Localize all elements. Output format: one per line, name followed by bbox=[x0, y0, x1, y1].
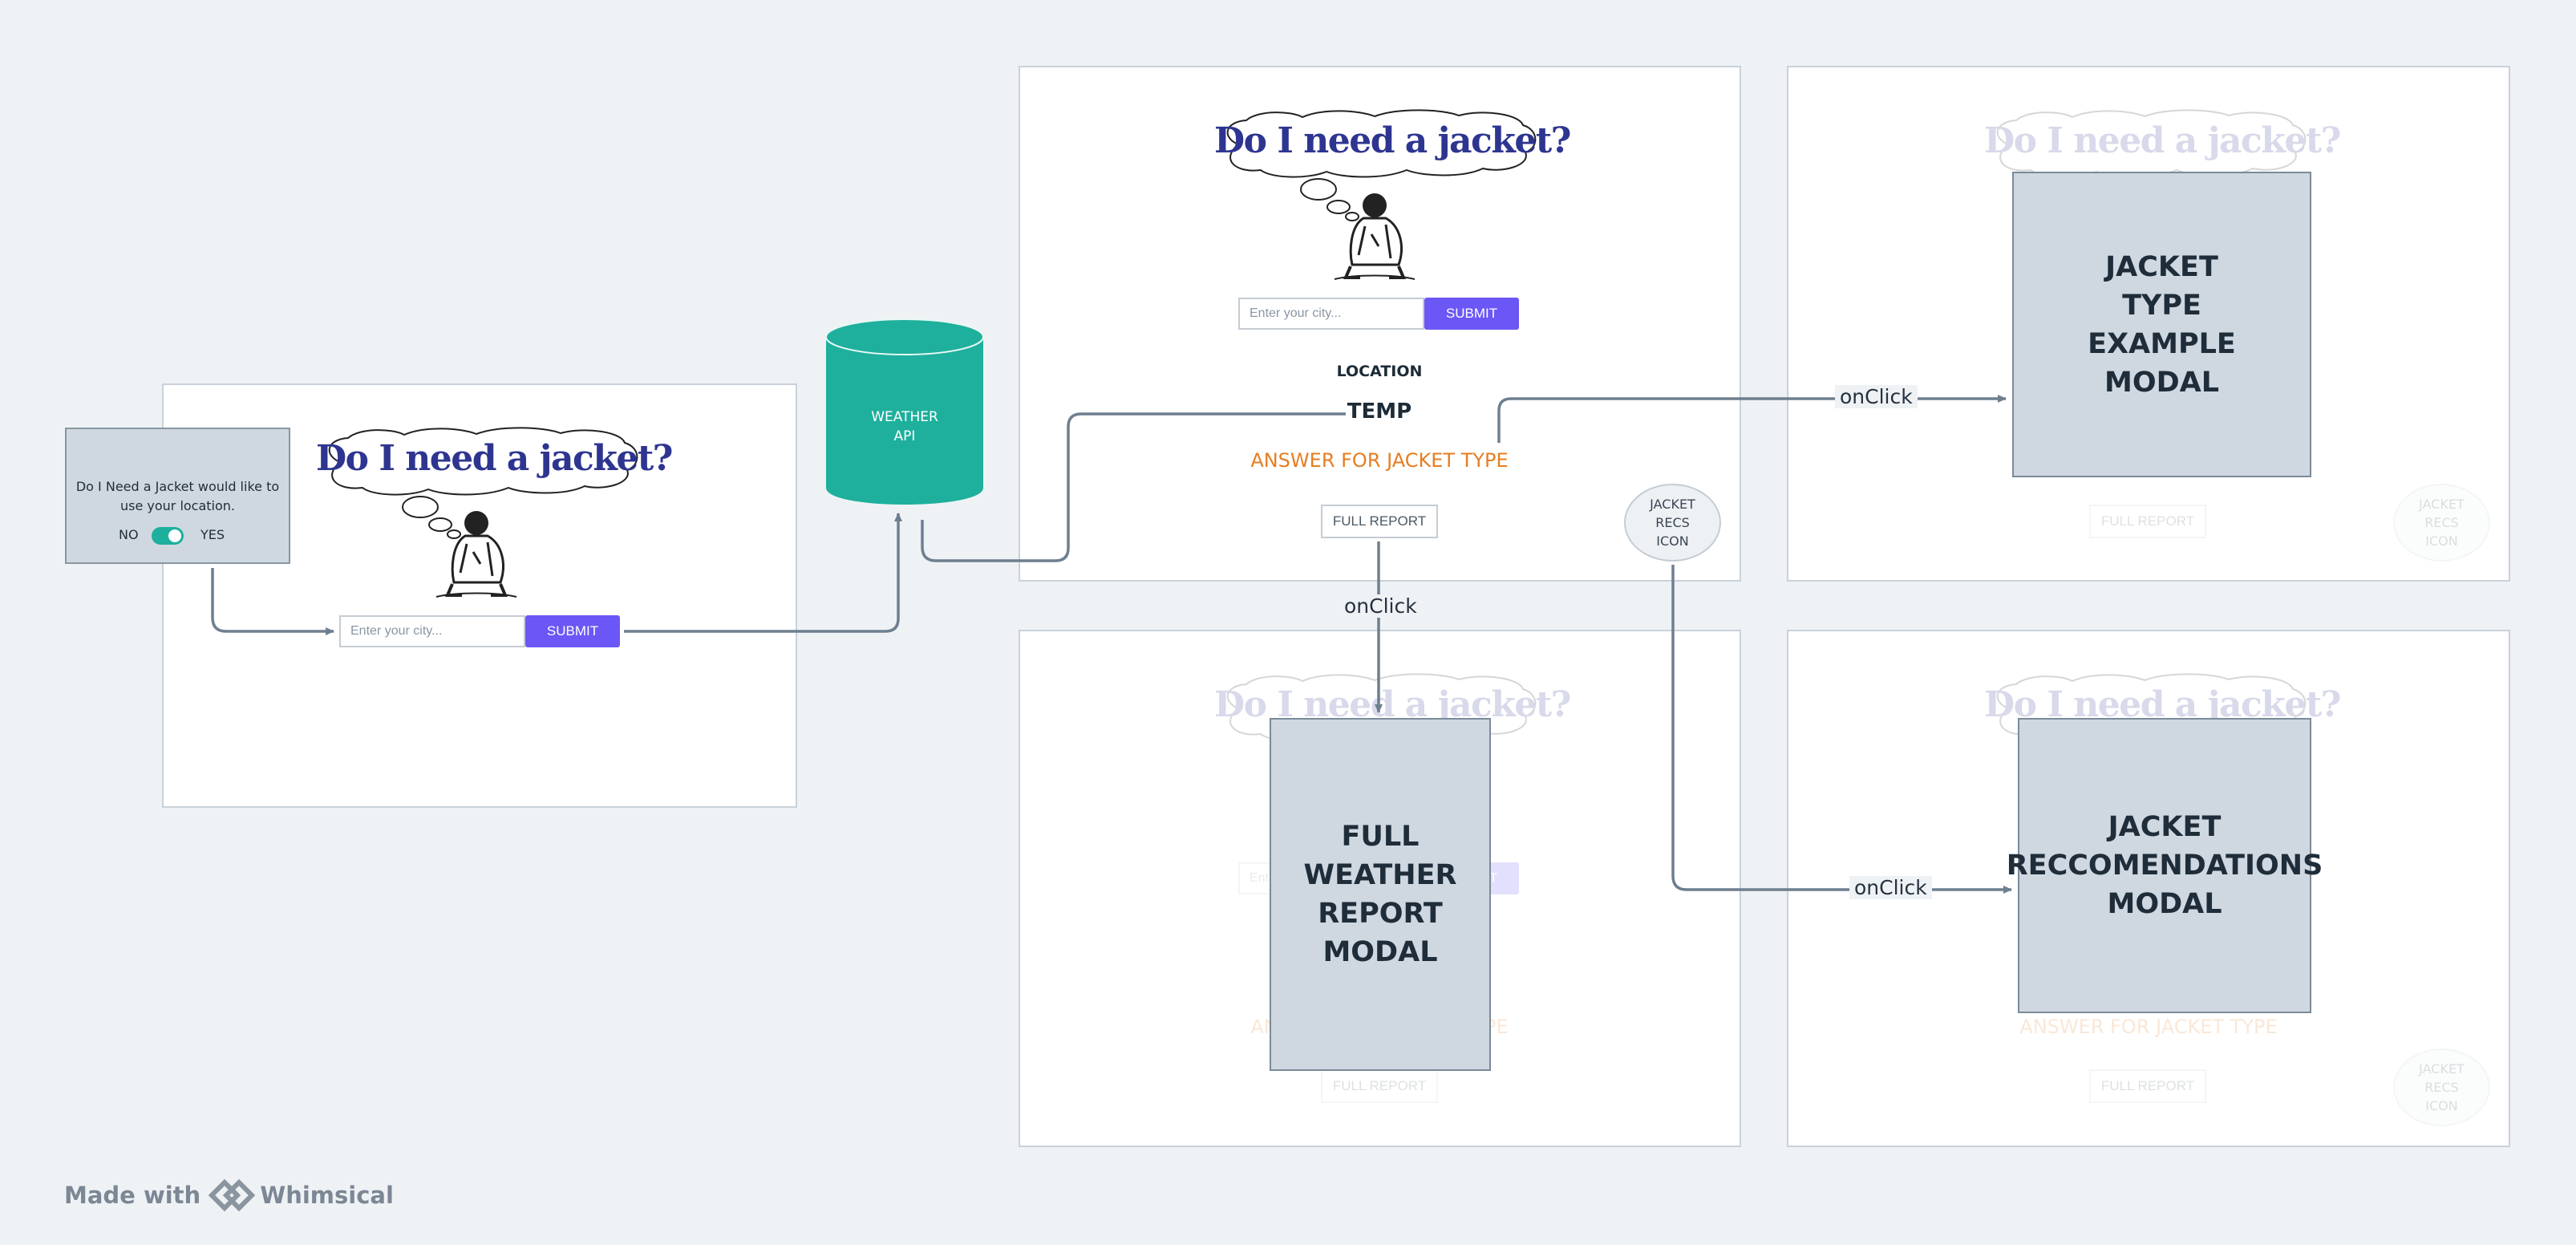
jacket-answer: ANSWER FOR JACKET TYPE bbox=[2019, 1016, 2278, 1038]
location-label: LOCATION bbox=[1336, 363, 1423, 380]
app-logo: Do I need a jacket? bbox=[1214, 106, 1571, 289]
logo-text: Do I need a jacket? bbox=[1984, 120, 2341, 161]
permission-message: Do I Need a Jacket would like to use you… bbox=[75, 479, 280, 513]
jacket-recommendations-modal: JACKET RECCOMENDATIONS MODAL bbox=[2007, 718, 2323, 1013]
logo-text: Do I need a jacket? bbox=[316, 438, 673, 479]
thought-cloud-figure-illustration bbox=[328, 427, 638, 598]
database-label: WEATHER API bbox=[871, 409, 938, 444]
full-report-button[interactable]: FULL REPORT bbox=[1321, 505, 1438, 538]
modal-title: JACKET TYPE EXAMPLE MODAL bbox=[2088, 250, 2236, 399]
city-search-input[interactable]: Enter your city... bbox=[339, 615, 525, 647]
onclick-label-jacket-type: onClick bbox=[1835, 385, 1918, 408]
whimsical-logo-icon bbox=[209, 1179, 256, 1211]
full-report-button: FULL REPORT bbox=[2089, 1069, 2206, 1103]
modal-title: JACKET RECCOMENDATIONS MODAL bbox=[2006, 811, 2323, 920]
whimsical-brand-text: Whimsical bbox=[260, 1182, 394, 1209]
full-weather-report-modal: FULL WEATHER REPORT MODAL bbox=[1270, 718, 1491, 1071]
city-search-input[interactable]: Enter your city... bbox=[1238, 298, 1424, 330]
full-report-button: FULL REPORT bbox=[1321, 1069, 1438, 1103]
permission-no-label: NO bbox=[119, 527, 139, 542]
submit-button[interactable]: SUBMIT bbox=[1424, 298, 1519, 330]
thought-cloud-figure-illustration bbox=[1226, 109, 1537, 280]
app-logo: Do I need a jacket? bbox=[316, 424, 673, 606]
logo-text: Do I need a jacket? bbox=[1214, 120, 1571, 161]
temp-label: TEMP bbox=[1347, 399, 1412, 424]
app-logo: Do I need a jacket? bbox=[1984, 106, 2341, 178]
jacket-recs-icon: JACKET RECS ICON bbox=[2393, 1048, 2490, 1126]
modal-title: FULL WEATHER REPORT MODAL bbox=[1303, 821, 1457, 968]
jacket-answer: ANSWER FOR JACKET TYPE bbox=[1250, 449, 1509, 472]
submit-button[interactable]: SUBMIT bbox=[525, 615, 620, 647]
jacket-recs-icon: JACKET RECS ICON bbox=[2393, 484, 2490, 562]
permission-yes-label: YES bbox=[200, 527, 225, 542]
location-permission-dialog: Do I Need a Jacket would like to use you… bbox=[65, 428, 290, 564]
onclick-label-recommendations: onClick bbox=[1849, 876, 1932, 899]
made-with-whimsical-badge[interactable]: Made with Whimsical bbox=[64, 1179, 394, 1211]
jacket-recs-icon[interactable]: JACKET RECS ICON bbox=[1624, 484, 1721, 562]
api-arrow-tip bbox=[1330, 399, 1362, 431]
jacket-type-example-modal: JACKET TYPE EXAMPLE MODAL bbox=[2012, 172, 2311, 477]
full-report-button: FULL REPORT bbox=[2089, 505, 2206, 538]
onclick-label-full-report: onClick bbox=[1339, 594, 1422, 618]
made-with-text: Made with bbox=[64, 1182, 201, 1209]
location-toggle[interactable] bbox=[152, 527, 184, 545]
toggle-knob bbox=[168, 529, 181, 542]
weather-api-database: WEATHER API bbox=[824, 318, 985, 510]
